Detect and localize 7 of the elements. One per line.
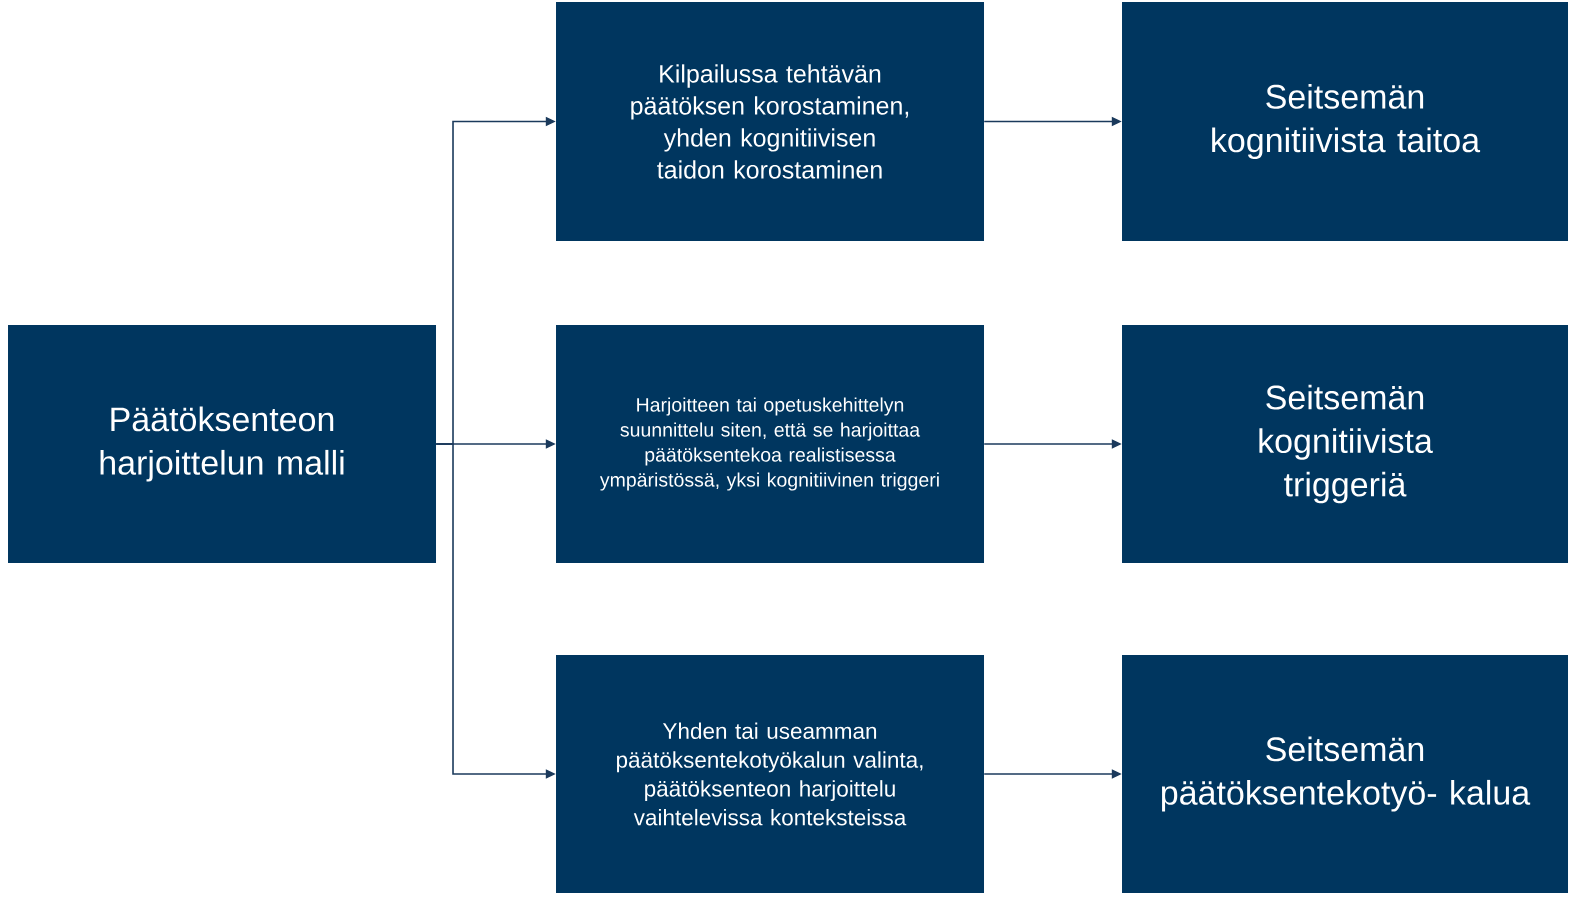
process-box: Seitsemän päätöksentekotyö- kalua — [1122, 655, 1568, 893]
process-box: Seitsemän kognitiivista taitoa — [1122, 2, 1568, 241]
process-box: Harjoitteen tai opetuskehittelyn suunnittelu siten, että se harjoittaa päätöksentekoa realistisessa ympäristössä, yksi kognitiivinen triggeri — [556, 325, 984, 563]
process-box: Yhden tai useamman päätöksentekotyökalun valinta, päätöksenteon harjoittelu vaihtelevissa konteksteissa — [556, 655, 984, 893]
process-box: Kilpailussa tehtävän päätöksen korostaminen, yhden kognitiivisen taidon korostaminen — [556, 2, 984, 241]
process-box: Päätöksenteon harjoittelun malli — [8, 325, 436, 563]
process-box: Seitsemän kognitiivista triggeriä — [1122, 325, 1568, 563]
